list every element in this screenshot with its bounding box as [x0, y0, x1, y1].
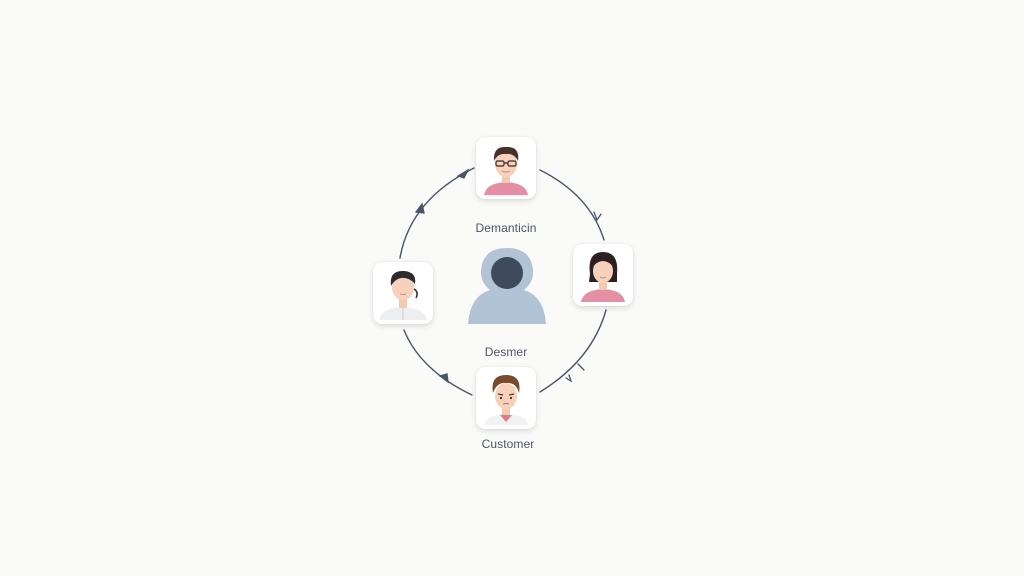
- man-headset-avatar: [379, 270, 427, 320]
- center-label: Desmer: [484, 345, 528, 359]
- arc-left-top: [399, 167, 475, 259]
- node-card-top: [476, 137, 536, 199]
- arc-bottom-left: [403, 329, 473, 396]
- node-card-bottom: [476, 367, 536, 429]
- arc-top-right: [539, 169, 605, 241]
- node-label-top: Demanticin: [475, 221, 537, 235]
- arrow-marker: [414, 202, 425, 214]
- man-brown-hair-avatar: [484, 375, 528, 425]
- arc-right-bottom: [539, 309, 607, 393]
- silhouette-user-icon: [468, 248, 546, 324]
- node-label-bottom: Customer: [481, 437, 535, 451]
- woman-bob-avatar: [581, 252, 625, 302]
- arrow-marker: [593, 211, 602, 222]
- node-card-right: [573, 244, 633, 306]
- arrow-marker: [456, 168, 470, 179]
- man-glasses-avatar: [484, 146, 528, 195]
- arrow-marker: [565, 363, 585, 383]
- node-card-left: [373, 262, 433, 324]
- arrow-marker: [438, 373, 449, 384]
